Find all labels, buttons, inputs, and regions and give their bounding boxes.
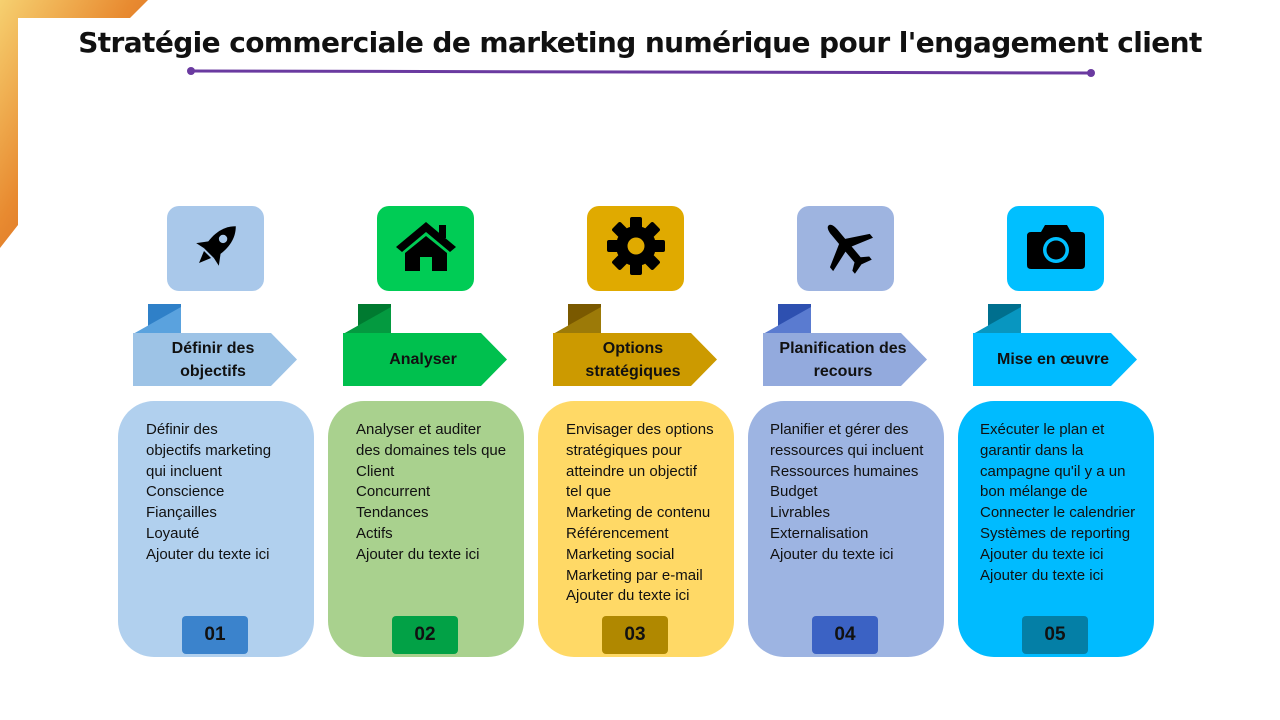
description-line: Marketing par e-mail [566,566,703,584]
step-title-text: Mise en œuvre [997,348,1109,371]
step-number-badge: 04 [812,616,878,654]
description-line: Fiançailles [146,504,217,522]
description-line: Conscience [146,483,225,501]
step-title: Options stratégiques [558,333,708,386]
description-line: ressources qui incluent [770,441,924,459]
description-line: Définir des [146,421,218,438]
description-line: Concurrent [356,483,431,501]
step-flag [133,304,181,334]
step-number-badge: 05 [1022,616,1088,654]
step-arrow-banner [553,333,717,386]
step-card [538,401,734,657]
step-arrow-banner [133,333,297,386]
step-title-line: Planification des [779,339,907,357]
description-line: Systèmes de reporting [980,524,1131,542]
step-flag [553,304,601,334]
description-line: Ajouter du texte ici [146,545,270,563]
description-line: Ajouter du texte ici [356,545,480,563]
step-card [118,401,314,657]
step-description: Définir des objectifs marketing qui inclue… [146,420,318,566]
title-underline [187,67,1095,77]
step-title: Mise en œuvre [978,333,1128,386]
step-title-line: objectifs [180,362,246,380]
description-line: Ajouter du texte ici [770,545,894,563]
description-line: Loyauté [146,524,200,542]
step-description: Exécuter le plan et garantir dans la campa… [980,420,1152,586]
step-title-text: Analyser [389,348,457,371]
step-title: Définir des objectifs [138,333,288,386]
description-line: garantir dans la [980,441,1084,459]
description-line: Tendances [356,504,429,522]
step-number-badge: 03 [602,616,668,654]
step-number-badge: 02 [392,616,458,654]
step-title-line: stratégiques [585,362,681,380]
description-line: stratégiques pour [566,441,682,459]
step-arrow-banner [973,333,1137,386]
description-line: Marketing de contenu [566,504,711,522]
description-line: Actifs [356,524,393,542]
description-line: atteindre un objectif [566,462,697,480]
description-line: Ajouter du texte ici [980,566,1104,584]
description-line: Connecter le calendrier [980,504,1136,522]
description-line: Ressources humaines [770,462,919,480]
rocket-icon [186,216,246,281]
description-line: Externalisation [770,524,869,542]
step-flag [973,304,1021,334]
description-line: Budget [770,483,818,501]
description-line: Client [356,462,395,480]
home-icon [393,219,459,278]
description-line: qui incluent [146,462,222,480]
step-title: Analyser [348,333,498,386]
description-line: Livrables [770,504,831,522]
step-number-badge: 01 [182,616,248,654]
step-title-line: Définir des [171,339,255,357]
step-title-text: Définir des objectifs [172,337,255,383]
description-line: Envisager des options [566,421,714,438]
corner-decoration [0,0,148,248]
page-title: Stratégie commerciale de marketing numér… [78,26,1202,59]
gear-icon [605,215,667,282]
description-line: bon mélange de [980,483,1088,501]
step-icon-box [1007,206,1104,291]
step-arrow-banner [343,333,507,386]
step-card [328,401,524,657]
camera-icon [1025,221,1087,276]
step-title-line: Options [602,339,664,357]
description-line: Exécuter le plan et [980,421,1105,438]
description-line: Référencement [566,524,669,542]
step-description: Planifier et gérer des ressources qui inc… [770,420,942,566]
description-line: Ajouter du texte ici [980,545,1104,563]
step-title-text: Planification des recours [779,337,906,383]
step-description: Envisager des options stratégiques pour at… [566,420,738,607]
step-description: Analyser et auditer des domaines tels que… [356,420,528,566]
step-icon-box [587,206,684,291]
step-title: Planification des recours [768,333,918,386]
step-icon-box [167,206,264,291]
step-card [748,401,944,657]
step-flag [343,304,391,334]
description-line: objectifs marketing [146,441,272,459]
description-line: Analyser et auditer [356,421,482,438]
step-title-line: Mise en œuvre [996,351,1110,368]
step-title-line: recours [813,362,873,380]
description-line: Planifier et gérer des [770,421,909,438]
step-icon-box [377,206,474,291]
step-icon-box [797,206,894,291]
step-flag [763,304,811,334]
step-card [958,401,1154,657]
step-arrow-banner [763,333,927,386]
airplane-icon [816,216,876,281]
description-line: tel que [566,483,612,501]
description-line: des domaines tels que [356,441,507,459]
step-title-line: Analyser [389,351,457,368]
description-line: Ajouter du texte ici [566,587,690,605]
description-line: campagne qu'il y a un [980,462,1126,480]
step-title-text: Options stratégiques [585,337,680,383]
description-line: Marketing social [566,545,675,563]
